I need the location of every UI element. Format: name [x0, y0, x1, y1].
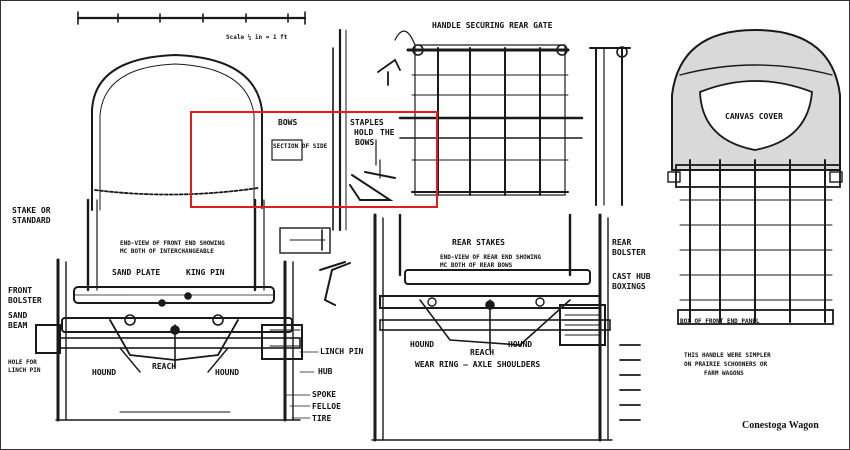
label-hound-left: HOUND [92, 368, 117, 377]
label-linch-pin-hole: LINCH PIN [8, 367, 41, 374]
label-farm: FARM WAGONS [704, 370, 744, 377]
label-linch-pin: LINCH PIN [320, 347, 364, 356]
highlight-box [190, 111, 438, 208]
label-hound-rear-left: HOUND [410, 340, 435, 349]
label-this-handle: THIS HANDLE WERE SIMPLER [684, 352, 771, 359]
label-hound-right: HOUND [215, 368, 240, 377]
label-staples: STAPLES [350, 118, 384, 127]
label-bows: BOWS [278, 118, 298, 127]
label-reach-left: REACH [152, 362, 177, 371]
label-bolster: BOLSTER [8, 296, 42, 305]
label-hound-rear-right: HOUND [508, 340, 533, 349]
label-bolster-2: BOLSTER [612, 248, 646, 257]
label-wear-ring: WEAR RING – AXLE SHOULDERS [415, 360, 541, 369]
label-hub: HUB [318, 367, 333, 376]
label-hold: HOLD [354, 128, 374, 137]
label-rear: REAR [612, 238, 632, 247]
label-reach-rear: REACH [470, 348, 495, 357]
front-end-view [35, 53, 319, 422]
rear-end-view [371, 213, 641, 442]
label-beam: BEAM [8, 321, 28, 330]
canvas-covered-view [667, 28, 843, 325]
label-tire: TIRE [312, 414, 332, 423]
label-end-view-rear-2: MC BOTH OF REAR BOWS [440, 262, 513, 269]
stake-detail [271, 28, 396, 306]
caption: Conestoga Wagon [742, 420, 819, 431]
label-side-note: SECTION OF SIDE [273, 143, 328, 150]
label-on-prairie: ON PRAIRIE SCHOONERS OR [684, 361, 768, 368]
label-box-front: BOX OF FRONT END PANEL [680, 318, 760, 325]
label-hole-for: HOLE FOR [8, 359, 37, 366]
label-stake: STAKE OR [12, 206, 51, 215]
label-end-view-front: END-VIEW OF FRONT END SHOWING [120, 240, 225, 247]
label-handle: HANDLE SECURING REAR GATE [432, 21, 553, 30]
label-bows-2: BOWS [355, 138, 375, 147]
label-standard: STANDARD [12, 216, 51, 225]
label-rear-stakes: REAR STAKES [452, 238, 505, 247]
label-sand: SAND [8, 311, 28, 320]
rear-gate-view [377, 30, 631, 206]
label-king-pin: KING PIN [186, 268, 225, 277]
scale-label: Scale ¼ in = 1 ft [226, 34, 288, 41]
label-sand-plate: SAND PLATE [112, 268, 161, 277]
label-end-view-rear: END-VIEW OF REAR END SHOWING [440, 254, 542, 261]
label-front: FRONT [8, 286, 33, 295]
label-end-view-front-2: MC BOTH OF INTERCHANGEABLE [120, 248, 214, 255]
label-boxings: BOXINGS [612, 282, 646, 291]
label-canvas-cover: CANVAS COVER [725, 112, 783, 121]
label-spoke: SPOKE [312, 390, 337, 399]
label-felloe: FELLOE [312, 402, 341, 411]
label-the: THE [380, 128, 395, 137]
scale-bar [76, 11, 307, 25]
label-cast-hub: CAST HUB [612, 272, 651, 281]
